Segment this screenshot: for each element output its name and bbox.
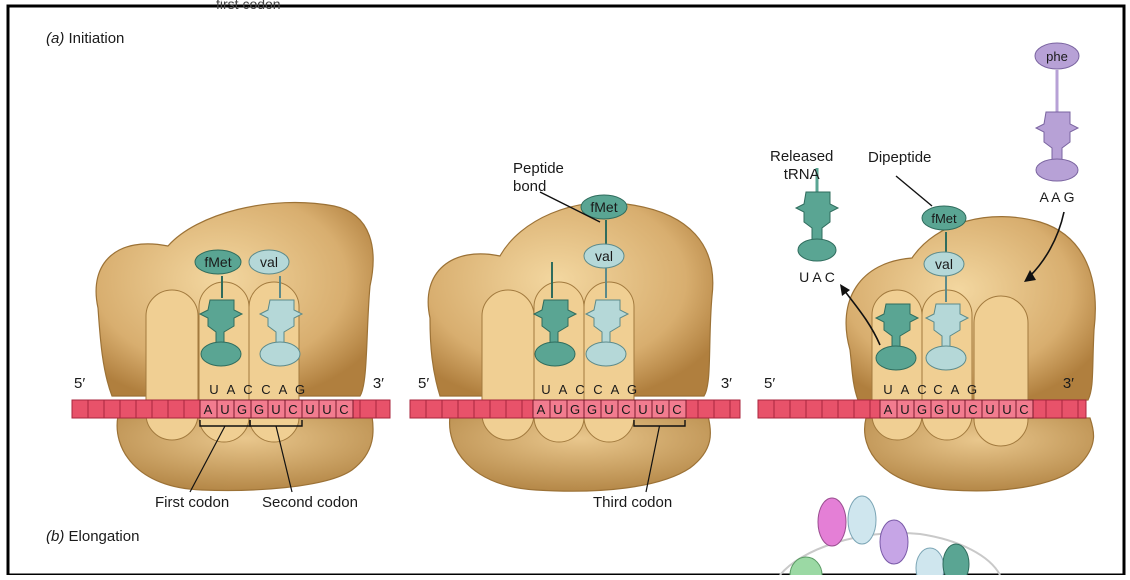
mrna-base: U — [553, 402, 562, 417]
mrna-5prime-end: 5′ — [764, 375, 775, 392]
mrna-base: G — [570, 402, 580, 417]
amino-val-label: val — [260, 254, 278, 270]
anticodon-base: C — [243, 382, 252, 397]
anticodon-base: A — [279, 382, 288, 397]
anticodon-base: A — [559, 382, 568, 397]
mrna-base: G — [934, 402, 944, 417]
amino-fmet-label: fMet — [931, 211, 957, 226]
section-a-label: (a) Initiation — [46, 30, 124, 47]
mrna-base: A — [537, 402, 546, 417]
anticodon-base: G — [627, 382, 637, 397]
mrna-3prime-end: 3′ — [1063, 375, 1074, 392]
amino-val-label: val — [935, 256, 953, 272]
amino-fmet-label: fMet — [204, 254, 231, 270]
anticodon-base: C — [261, 382, 270, 397]
anticodon-base: A — [227, 382, 236, 397]
anticodon-base: U — [209, 382, 218, 397]
panel-1 — [96, 202, 373, 490]
panel-2 — [428, 192, 713, 491]
anticodon-base: A — [951, 382, 960, 397]
mrna-base: U — [655, 402, 664, 417]
amino-val-label: val — [595, 248, 613, 264]
polysome-fragment — [780, 496, 1000, 575]
label-first-codon: First codon — [155, 494, 229, 511]
anticodon-base: U — [883, 382, 892, 397]
mrna-base: G — [587, 402, 597, 417]
mrna-base: U — [951, 402, 960, 417]
mrna-base: C — [621, 402, 630, 417]
mrna-base: U — [1002, 402, 1011, 417]
mrna-3prime-end: 3′ — [373, 375, 384, 392]
mrna-base: G — [237, 402, 247, 417]
anticodon-base: C — [933, 382, 942, 397]
mrna-base: U — [271, 402, 280, 417]
mrna-base: U — [305, 402, 314, 417]
anticodon-base: A — [901, 382, 910, 397]
mrna-base: U — [220, 402, 229, 417]
mrna-base: G — [254, 402, 264, 417]
section-b-label: (b) Elongation — [46, 528, 139, 545]
amino-fmet-label: fMet — [590, 199, 617, 215]
released-anticodon: U A C — [799, 269, 835, 285]
anticodon-base: A — [611, 382, 620, 397]
mrna-base: U — [322, 402, 331, 417]
anticodon-base: G — [295, 382, 305, 397]
mrna-base: A — [884, 402, 893, 417]
amino-phe-label: phe — [1046, 49, 1068, 64]
mrna-base: A — [204, 402, 213, 417]
mrna-base: C — [968, 402, 977, 417]
mrna-base: C — [339, 402, 348, 417]
mrna-base: C — [672, 402, 681, 417]
label-dipeptide: Dipeptide — [868, 149, 931, 166]
incoming-anticodon: A A G — [1039, 189, 1074, 205]
mrna-base: U — [900, 402, 909, 417]
cropped-top-text: first codon — [216, 0, 281, 12]
mrna-base: U — [985, 402, 994, 417]
anticodon-base: C — [575, 382, 584, 397]
mrna-base: G — [917, 402, 927, 417]
anticodon-base: C — [917, 382, 926, 397]
empty-site — [974, 296, 1028, 446]
mrna-base: C — [288, 402, 297, 417]
mrna-5prime-end: 5′ — [418, 375, 429, 392]
label-third-codon: Third codon — [593, 494, 672, 511]
anticodon-base: C — [593, 382, 602, 397]
mrna-base: U — [638, 402, 647, 417]
mrna-base: C — [1019, 402, 1028, 417]
anticodon-base: G — [967, 382, 977, 397]
anticodon-base: U — [541, 382, 550, 397]
mrna-3prime-end: 3′ — [721, 375, 732, 392]
label-second-codon: Second codon — [262, 494, 358, 511]
dipeptide-pointer — [896, 176, 932, 206]
mrna-5prime-end: 5′ — [74, 375, 85, 392]
mrna-base: U — [604, 402, 613, 417]
